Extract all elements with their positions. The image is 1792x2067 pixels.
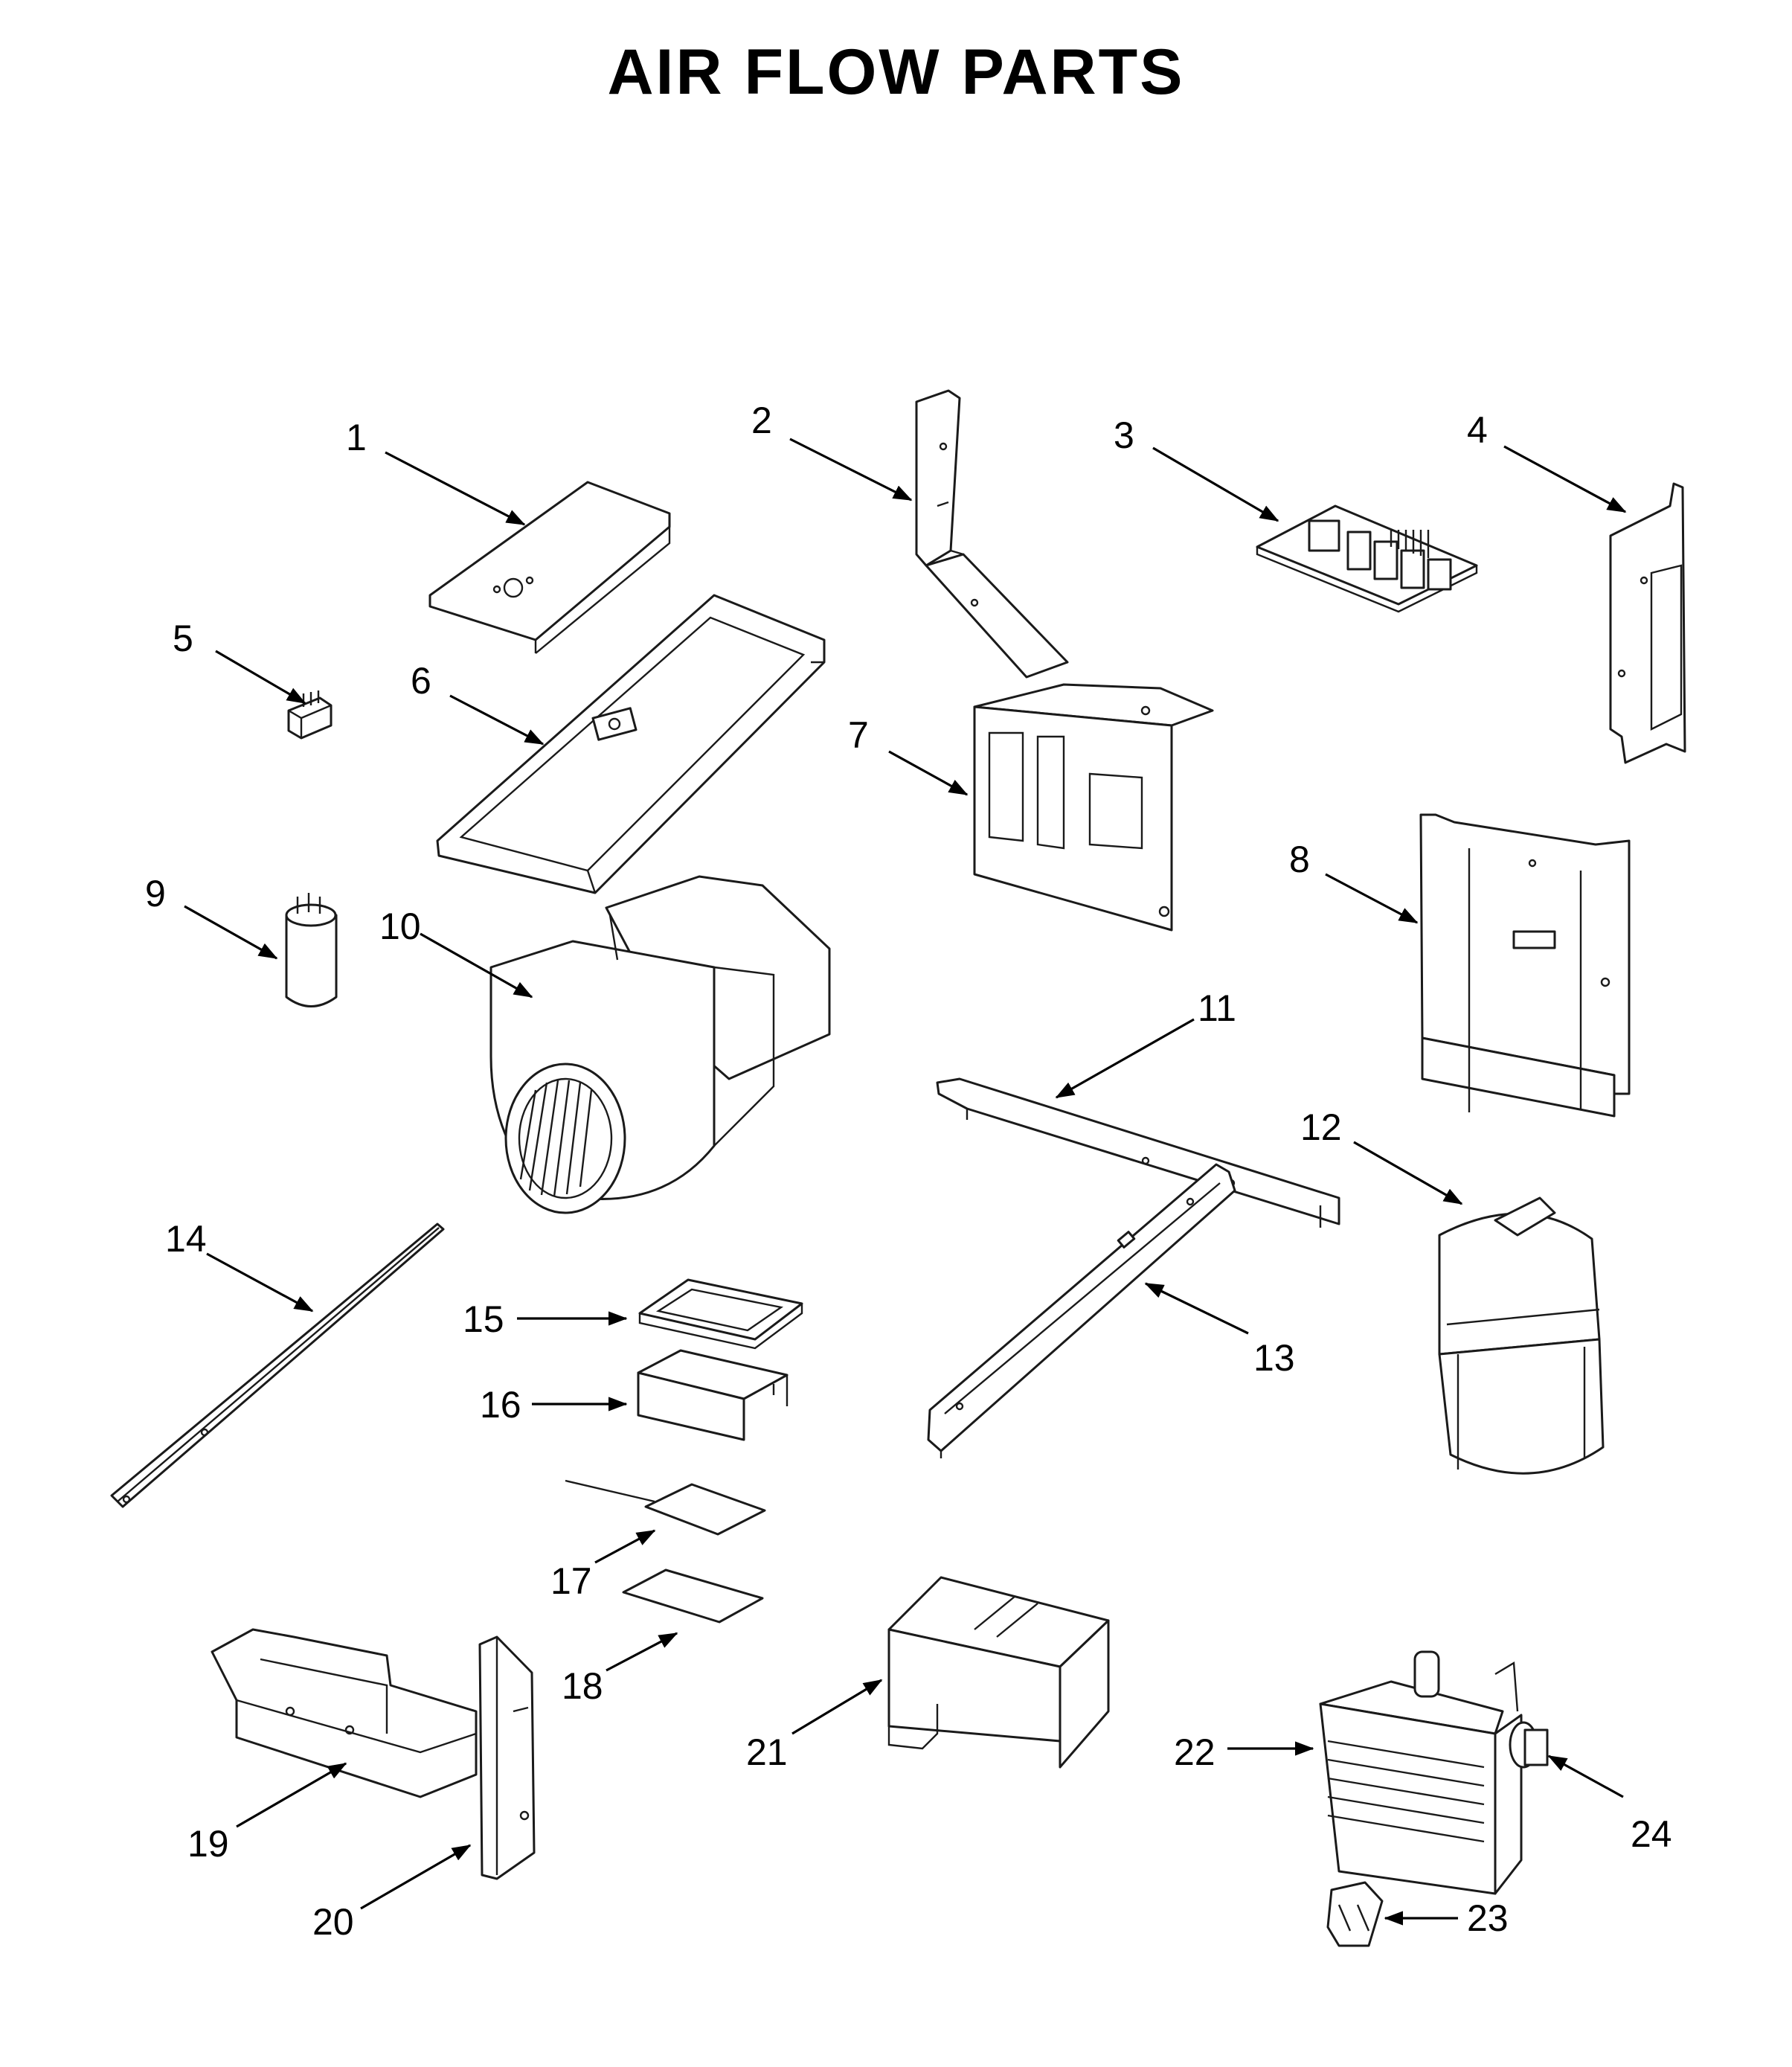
part-24-antenna-cap bbox=[1509, 1721, 1549, 1769]
callout-21: 21 bbox=[746, 1731, 788, 1773]
callout-15: 15 bbox=[463, 1298, 504, 1340]
callout-10: 10 bbox=[379, 906, 421, 947]
part-1-duct-cover bbox=[428, 481, 671, 654]
callout-14: 14 bbox=[165, 1218, 207, 1260]
part-23-clip bbox=[1326, 1881, 1384, 1947]
part-2-upper-bracket bbox=[915, 389, 1069, 679]
callout-22: 22 bbox=[1174, 1731, 1215, 1773]
callout-12: 12 bbox=[1300, 1106, 1342, 1148]
part-9-capacitor bbox=[285, 893, 338, 1007]
callout-3: 3 bbox=[1114, 414, 1134, 456]
callout-17: 17 bbox=[550, 1560, 592, 1602]
leader-lines bbox=[184, 438, 1627, 1926]
part-16-shroud bbox=[637, 1349, 789, 1441]
part-19-base-assembly bbox=[211, 1628, 478, 1798]
callout-9: 9 bbox=[145, 873, 166, 914]
callout-20: 20 bbox=[312, 1901, 354, 1943]
callout-16: 16 bbox=[480, 1384, 521, 1426]
diagram-title: AIR FLOW PARTS bbox=[607, 36, 1185, 108]
part-7-fan-bracket bbox=[973, 683, 1214, 932]
part-8-rear-panel bbox=[1419, 813, 1631, 1118]
callout-7: 7 bbox=[848, 714, 869, 756]
callout-19: 19 bbox=[187, 1823, 229, 1865]
part-13-lower-rail bbox=[927, 1163, 1236, 1458]
part-17-plate bbox=[565, 1479, 766, 1536]
part-15-filter-frame bbox=[638, 1278, 803, 1350]
part-4-side-bracket bbox=[1609, 482, 1686, 764]
callout-23: 23 bbox=[1467, 1897, 1509, 1939]
callout-4: 4 bbox=[1467, 409, 1488, 451]
callout-24: 24 bbox=[1631, 1813, 1672, 1855]
callout-18: 18 bbox=[562, 1665, 603, 1707]
part-14-rod bbox=[110, 1222, 445, 1508]
part-10-blower-fan bbox=[489, 875, 831, 1214]
part-3-control-board bbox=[1256, 504, 1478, 613]
callout-8: 8 bbox=[1289, 839, 1310, 880]
part-11-upper-rail bbox=[936, 1077, 1340, 1228]
part-12-magnetron bbox=[1438, 1196, 1605, 1475]
callout-6: 6 bbox=[411, 660, 431, 702]
callout-labels: 1 2 3 4 5 6 7 8 9 10 11 12 13 14 15 16 1… bbox=[145, 400, 1672, 1943]
callout-1: 1 bbox=[346, 417, 367, 458]
callout-5: 5 bbox=[173, 618, 193, 659]
part-22-magnetron-body bbox=[1319, 1650, 1523, 1895]
callout-11: 11 bbox=[1198, 987, 1236, 1029]
callout-13: 13 bbox=[1253, 1337, 1295, 1379]
part-21-transformer-bracket bbox=[887, 1576, 1110, 1769]
callout-2: 2 bbox=[751, 400, 772, 441]
part-18-mica-sheet bbox=[622, 1568, 764, 1624]
part-20-side-plate bbox=[478, 1635, 536, 1880]
part-6-air-guide bbox=[436, 594, 826, 894]
